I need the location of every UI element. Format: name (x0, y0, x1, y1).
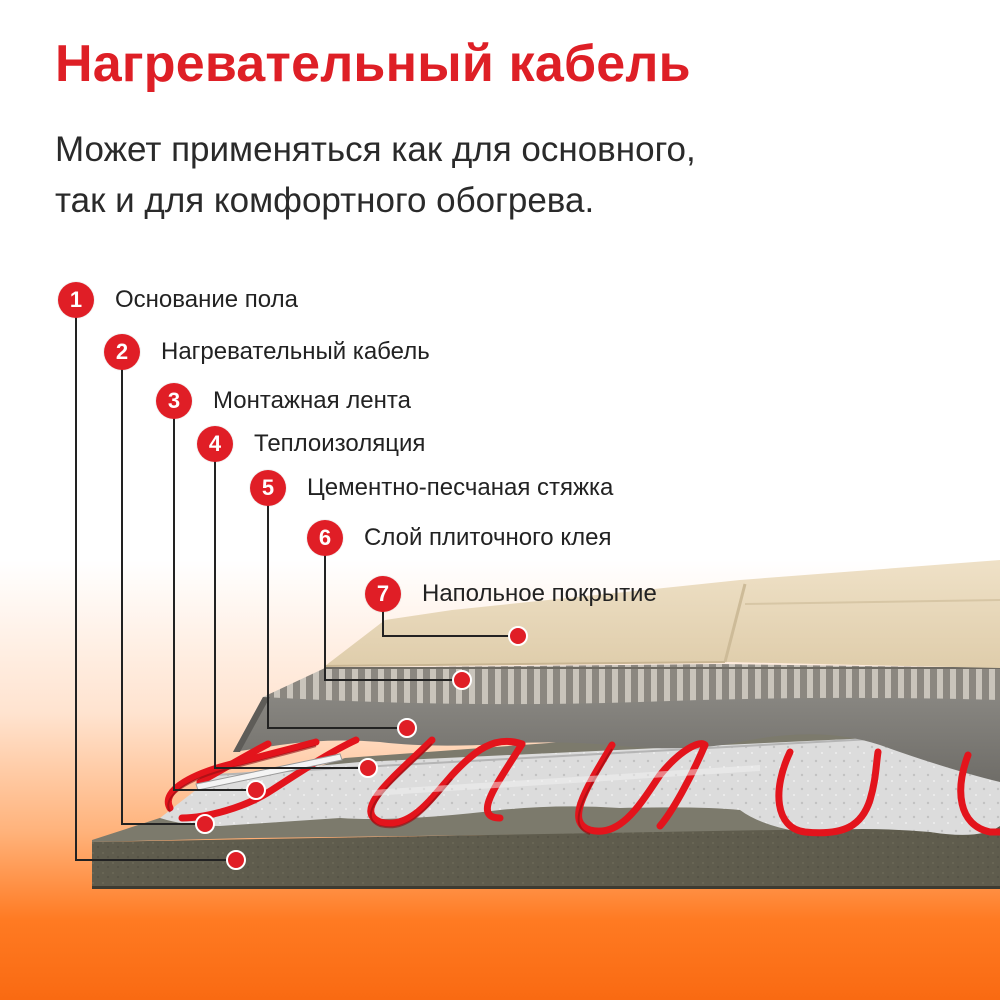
number-badge: 7 (365, 576, 401, 612)
leader-line-7 (382, 604, 518, 637)
layer-mounting-tape (195, 753, 760, 796)
number-badge: 2 (104, 334, 140, 370)
subtitle-line-1: Может применяться как для основного, (55, 130, 696, 169)
legend-label: Нагревательный кабель (161, 338, 430, 365)
leader-lines (75, 310, 518, 861)
legend-label: Слой плиточного клея (364, 524, 612, 551)
leader-dot-3 (246, 780, 266, 800)
legend-label: Теплоизоляция (254, 430, 426, 457)
layer-screed (233, 690, 1000, 782)
number-badge: 1 (58, 282, 94, 318)
number-badge: 5 (250, 470, 286, 506)
legend-item-5: 5 Цементно-песчаная стяжка (250, 468, 613, 508)
leader-dot-2 (195, 814, 215, 834)
leader-dot-1 (226, 850, 246, 870)
leader-line-6 (324, 552, 462, 681)
legend-item-3: 3 Монтажная лента (156, 381, 411, 421)
leader-line-4 (214, 456, 368, 769)
leader-line-2 (121, 362, 205, 825)
leader-dot-6 (452, 670, 472, 690)
legend-item-4: 4 Теплоизоляция (197, 424, 425, 464)
legend-item-7: 7 Напольное покрытие (365, 574, 657, 614)
legend-label: Монтажная лента (213, 387, 411, 414)
leader-line-5 (267, 500, 407, 729)
subtitle-line-2: так и для комфортного обогрева. (55, 181, 595, 220)
cable-shadow (167, 743, 613, 835)
page-subtitle: Может применяться как для основного, так… (55, 124, 955, 226)
leader-dot-5 (397, 718, 417, 738)
legend-item-1: 1 Основание пола (58, 280, 298, 320)
layer-heating-cable (164, 736, 1000, 837)
leader-dots (195, 626, 528, 870)
number-badge: 6 (307, 520, 343, 556)
leader-dot-7 (508, 626, 528, 646)
page-title: Нагревательный кабель (55, 35, 691, 93)
legend-label: Цементно-песчаная стяжка (307, 474, 614, 501)
leader-line-1 (75, 310, 236, 861)
leader-dot-4 (358, 758, 378, 778)
number-badge: 4 (197, 426, 233, 462)
legend-item-2: 2 Нагревательный кабель (104, 332, 430, 372)
number-badge: 3 (156, 383, 192, 419)
layer-tile-adhesive (263, 664, 1000, 705)
leader-line-3 (173, 412, 256, 791)
legend-item-6: 6 Слой плиточного клея (307, 518, 611, 558)
legend-label: Основание пола (115, 286, 298, 313)
legend-label: Напольное покрытие (422, 580, 657, 607)
layer-floor-covering (324, 560, 1000, 668)
